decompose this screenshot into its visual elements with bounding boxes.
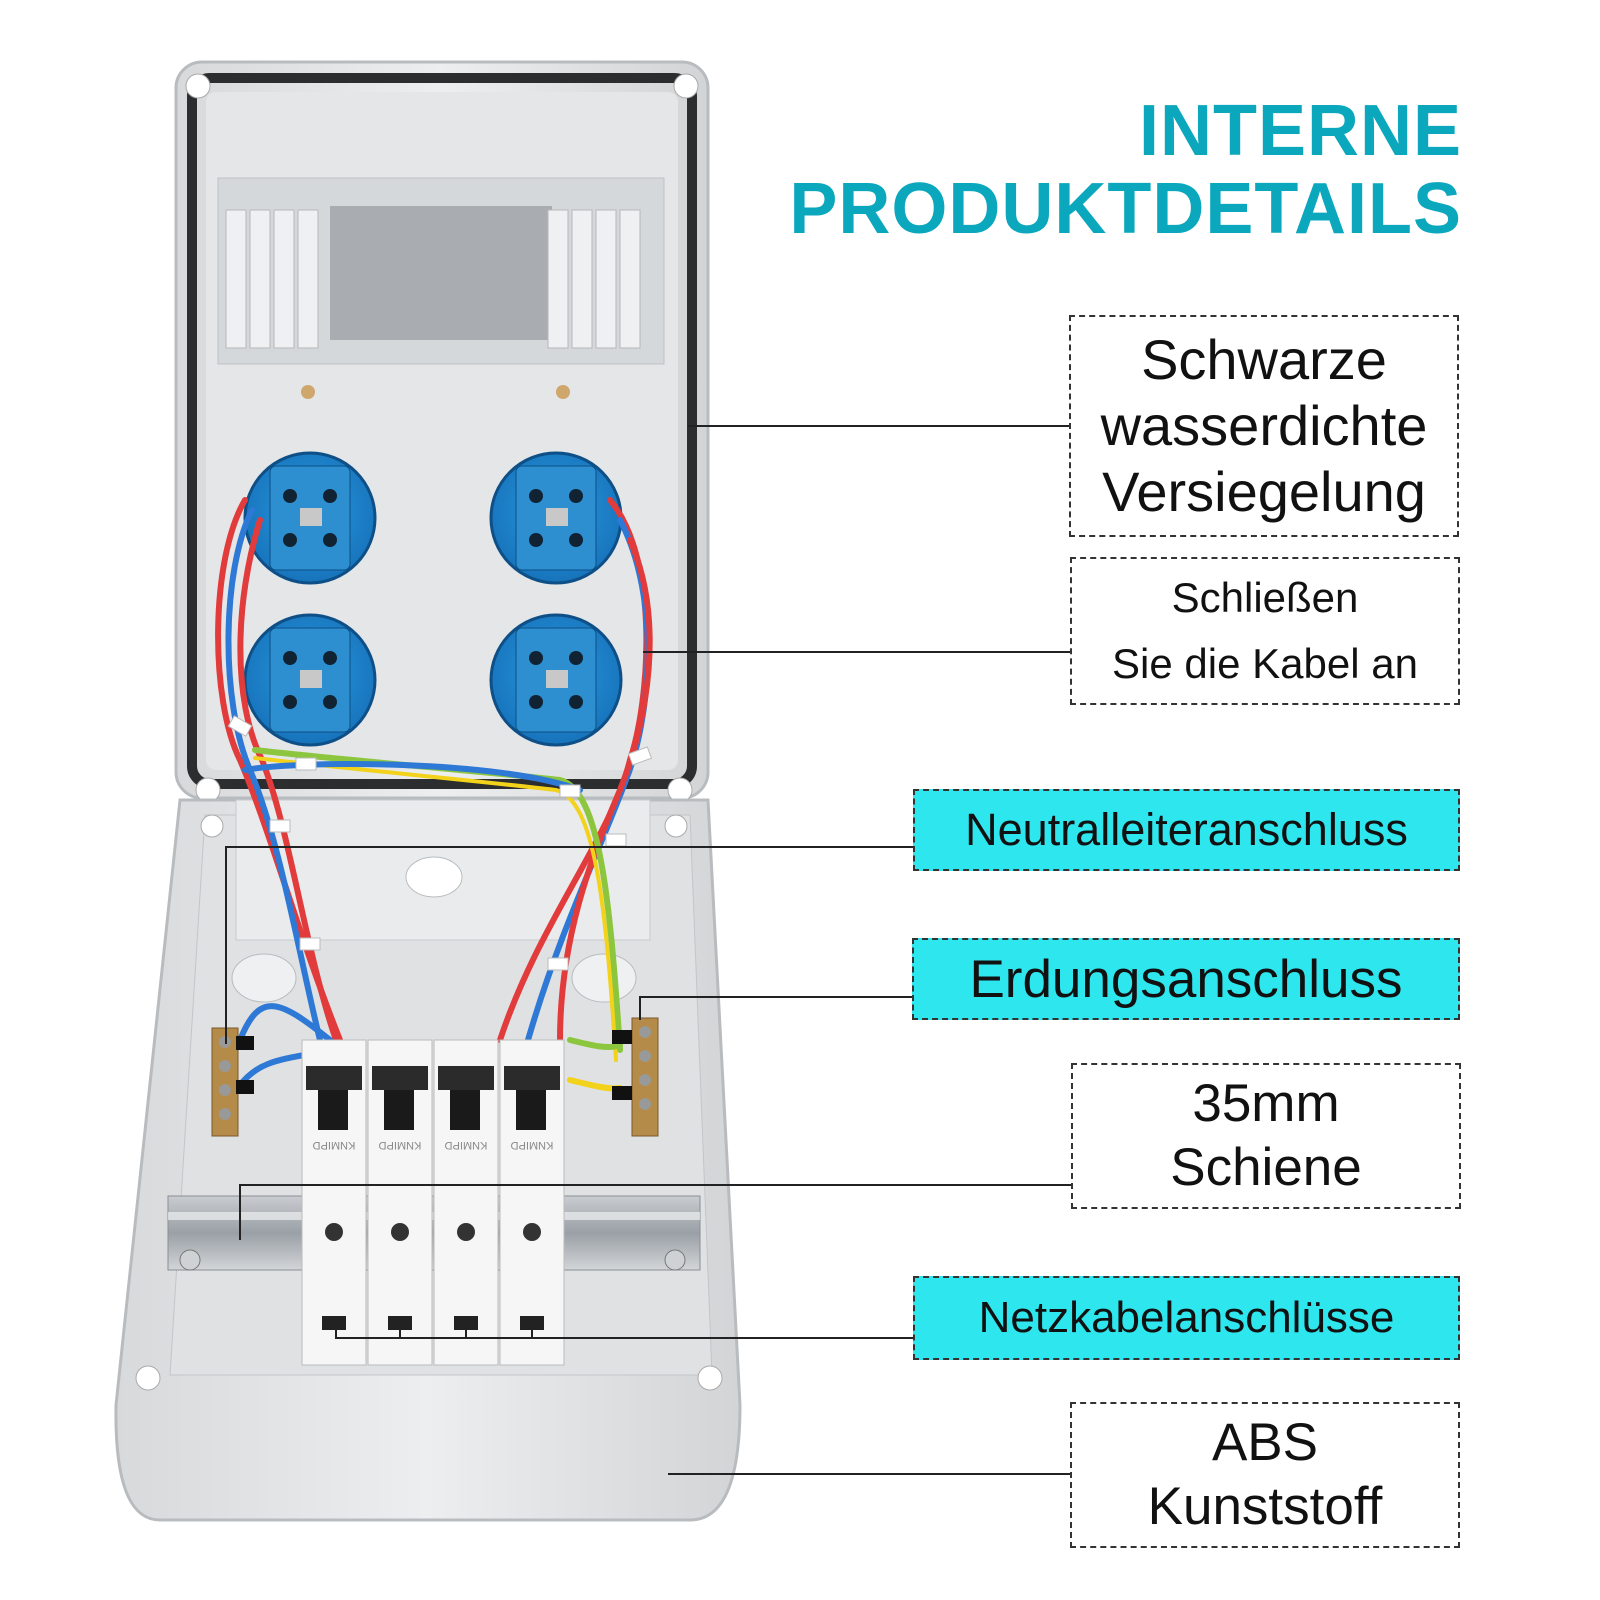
- label-earth-connection: Erdungsanschluss: [912, 938, 1460, 1020]
- label-text: ABS: [1211, 1413, 1319, 1472]
- label-text: Neutralleiteranschluss: [965, 804, 1408, 855]
- label-text: Netzkabelanschlüsse: [978, 1293, 1395, 1342]
- neutral-terminal-block: [211, 1027, 254, 1137]
- breaker-brand: KNMIPD: [313, 1139, 356, 1151]
- label-text: Sie die Kabel an: [1112, 640, 1418, 687]
- circuit-breaker: [367, 1039, 433, 1366]
- wiring: [215, 497, 653, 1092]
- label-text: wasserdichte: [1100, 394, 1428, 457]
- socket: [489, 451, 623, 585]
- label-neutral-connection: Neutralleiteranschluss: [913, 789, 1460, 871]
- label-text: Schwarze: [1141, 328, 1387, 391]
- page-title-line: INTERNE: [1138, 91, 1462, 171]
- breaker-brand: KNMIPD: [379, 1139, 422, 1151]
- socket: [243, 451, 377, 585]
- label-power-cable-connections: Netzkabelanschlüsse: [913, 1276, 1460, 1360]
- page-title: INTERNE PRODUKTDETAILS: [789, 92, 1462, 248]
- label-text: Versiegelung: [1102, 460, 1426, 523]
- circuit-breaker: [433, 1039, 499, 1366]
- label-text: Schiene: [1170, 1138, 1362, 1197]
- label-text: Kunststoff: [1147, 1477, 1383, 1536]
- label-abs-plastic: ABS Kunststoff: [1070, 1402, 1460, 1548]
- circuit-breakers: KNMIPD KNMIPD KNMIPD KNMIPD: [301, 1039, 565, 1366]
- waterproof-seal: [187, 73, 697, 789]
- circuit-breaker: [499, 1039, 565, 1366]
- label-text: Erdungsanschluss: [969, 949, 1403, 1009]
- page-title-line: PRODUKTDETAILS: [789, 169, 1462, 249]
- socket: [243, 613, 377, 747]
- circuit-breaker: [301, 1039, 367, 1366]
- breaker-brand: KNMIPD: [511, 1139, 554, 1151]
- earth-terminal-block: [612, 1017, 659, 1137]
- breaker-brand: KNMIPD: [445, 1139, 488, 1151]
- cable-ties: [227, 715, 653, 971]
- label-waterproof-seal: Schwarze wasserdichte Versiegelung: [1069, 315, 1459, 537]
- socket: [489, 613, 623, 747]
- label-text: 35mm: [1192, 1074, 1340, 1133]
- label-din-rail: 35mm Schiene: [1071, 1063, 1461, 1209]
- callout-lines: [225, 425, 1071, 1475]
- label-text: Schließen: [1171, 574, 1359, 621]
- socket-outlets: [243, 451, 623, 747]
- label-connect-cables: Schließen Sie die Kabel an: [1070, 557, 1460, 705]
